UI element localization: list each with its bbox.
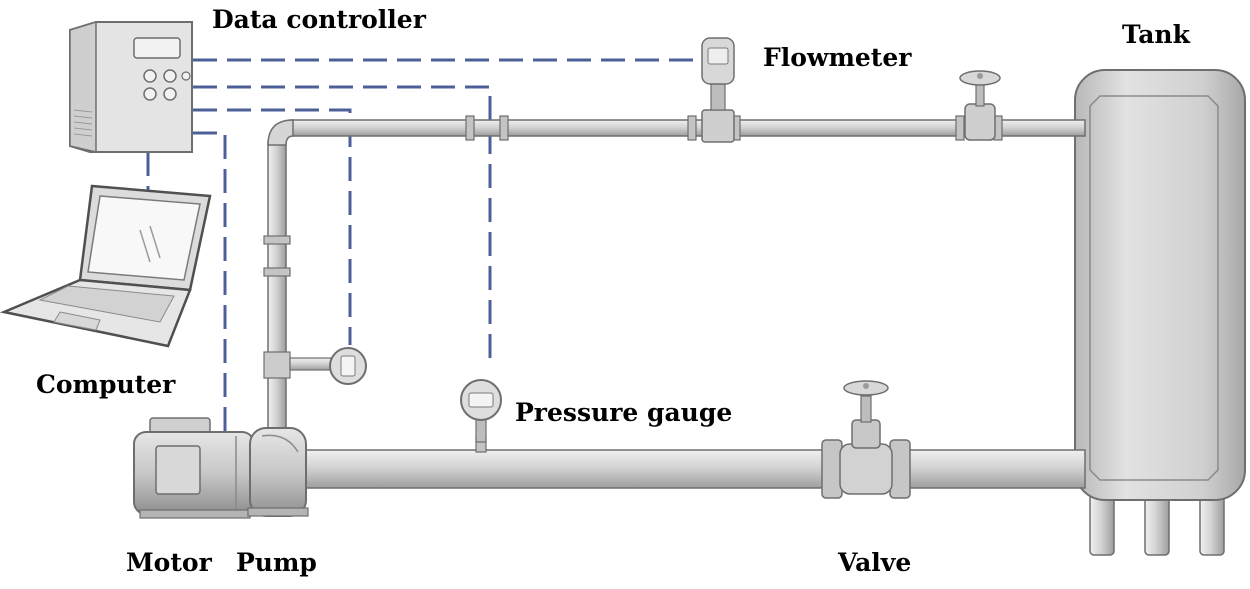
- valve-handwheel-icon: [821, 380, 911, 499]
- upper-pipe: [263, 115, 1086, 453]
- flowmeter-icon: [701, 37, 735, 143]
- pump-pressure-gauge-icon: [289, 347, 367, 385]
- laptop-icon: [0, 184, 212, 348]
- upper-valve-icon: [959, 70, 1001, 141]
- label-pressure-gauge: Pressure gauge: [515, 398, 733, 427]
- label-motor: Motor: [126, 548, 212, 577]
- signal-line-pump-gauge: [193, 108, 352, 345]
- data-controller-icon: [69, 20, 193, 153]
- pressure-gauge-icon: [460, 379, 502, 443]
- pump-icon: [247, 427, 309, 517]
- label-valve: Valve: [838, 548, 912, 577]
- label-flowmeter: Flowmeter: [763, 43, 912, 72]
- label-computer: Computer: [36, 370, 176, 399]
- signal-line-motor: [193, 131, 227, 436]
- signal-lines: [146, 58, 702, 436]
- tank-icon: [1074, 69, 1246, 556]
- signal-line-pressure-gauge: [193, 85, 492, 368]
- motor-icon: [133, 417, 255, 519]
- label-pump: Pump: [236, 548, 317, 577]
- lower-pipe: [299, 437, 1086, 489]
- label-tank: Tank: [1122, 20, 1190, 49]
- label-data-controller: Data controller: [212, 5, 426, 34]
